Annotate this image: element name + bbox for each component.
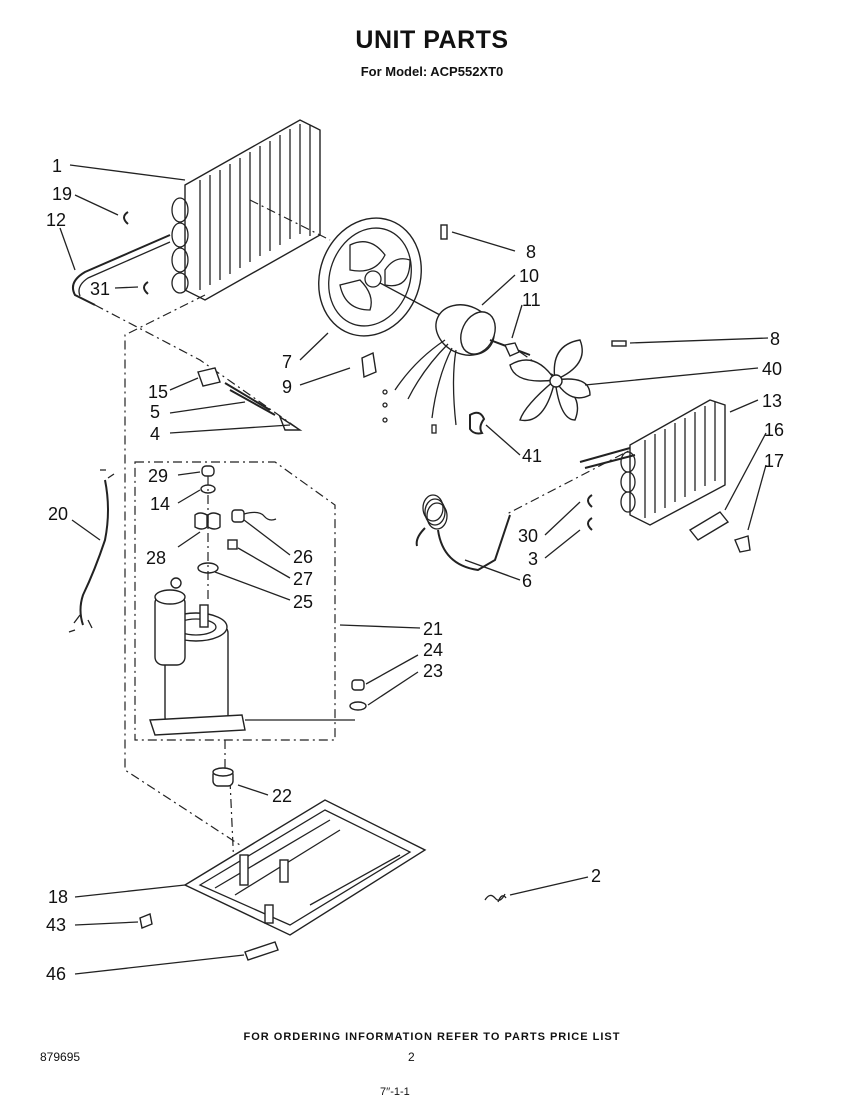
condenser-coil xyxy=(171,119,321,301)
compressor-group-outline xyxy=(134,461,336,741)
callout-18: 18 xyxy=(48,887,68,907)
callout-27: 27 xyxy=(293,569,313,589)
page-title: UNIT PARTS xyxy=(355,26,509,54)
callout-10: 10 xyxy=(519,266,539,286)
callout-23: 23 xyxy=(423,661,443,681)
ordering-info: FOR ORDERING INFORMATION REFER TO PARTS … xyxy=(243,1031,621,1043)
clip-3 xyxy=(587,517,593,531)
compressor-terminal-parts xyxy=(194,465,277,600)
part-2 xyxy=(484,893,507,903)
clip-19 xyxy=(123,211,129,225)
capillary-tube xyxy=(415,494,511,572)
tube-12 xyxy=(72,234,171,306)
callout-3: 3 xyxy=(528,549,538,569)
callout-6: 6 xyxy=(522,571,532,591)
callout-12: 12 xyxy=(46,210,66,230)
callout-8-right: 8 xyxy=(770,329,780,349)
fan-motor xyxy=(382,304,531,434)
compressor xyxy=(149,577,355,736)
callout-25: 25 xyxy=(293,592,313,612)
clip-17 xyxy=(734,535,751,553)
callout-30: 30 xyxy=(518,526,538,546)
screw-8b xyxy=(611,340,627,347)
callout-40: 40 xyxy=(762,359,782,379)
callout-20: 20 xyxy=(48,504,68,524)
callout-17: 17 xyxy=(764,451,784,471)
callout-11: 11 xyxy=(522,290,541,310)
evaporator-coil xyxy=(579,399,726,526)
fan-shroud xyxy=(318,217,441,337)
callout-22: 22 xyxy=(272,786,292,806)
grommet-22 xyxy=(212,767,234,787)
base-pan xyxy=(183,799,427,936)
callout-46: 46 xyxy=(46,964,66,984)
callout-29: 29 xyxy=(148,466,168,486)
callout-19: 19 xyxy=(52,184,72,204)
callout-9: 9 xyxy=(282,377,292,397)
sensor-holder-16 xyxy=(688,511,730,541)
document-number: 879695 xyxy=(40,1050,81,1064)
callout-labels: 1 19 12 31 15 5 4 8 10 11 7 9 8 40 13 16… xyxy=(46,156,784,984)
screw-43 xyxy=(139,913,153,929)
fan-blade xyxy=(509,339,591,422)
callout-31: 31 xyxy=(90,279,110,299)
nut-11 xyxy=(503,342,520,357)
clip-31 xyxy=(143,281,149,295)
model-subtitle: For Model: ACP552XT0 xyxy=(360,64,504,79)
nut-washer-24-23 xyxy=(349,679,367,711)
callout-15: 15 xyxy=(148,382,168,402)
callout-7: 7 xyxy=(282,352,292,372)
leader-lines xyxy=(59,164,769,975)
callout-16: 16 xyxy=(764,420,784,440)
callout-1: 1 xyxy=(52,156,62,176)
callout-8-top: 8 xyxy=(526,242,536,262)
bottom-mark: 7′′-1-1 xyxy=(380,1086,410,1098)
callout-21: 21 xyxy=(423,619,443,639)
page-number: 2 xyxy=(408,1050,415,1064)
callout-4: 4 xyxy=(150,424,160,444)
wire-harness xyxy=(68,469,115,633)
callout-5: 5 xyxy=(150,402,160,422)
callout-24: 24 xyxy=(423,640,443,660)
callout-41: 41 xyxy=(522,446,542,466)
callout-14: 14 xyxy=(150,494,170,514)
rail-46 xyxy=(244,941,279,961)
callout-2: 2 xyxy=(591,866,601,886)
clip-30 xyxy=(587,494,593,508)
callout-28: 28 xyxy=(146,548,166,568)
callout-13: 13 xyxy=(762,391,782,411)
bracket-9 xyxy=(361,351,377,379)
callout-26: 26 xyxy=(293,547,313,567)
callout-43: 43 xyxy=(46,915,66,935)
drier-assembly xyxy=(197,367,303,431)
screw-8a xyxy=(440,224,448,240)
clip-41 xyxy=(469,411,486,435)
